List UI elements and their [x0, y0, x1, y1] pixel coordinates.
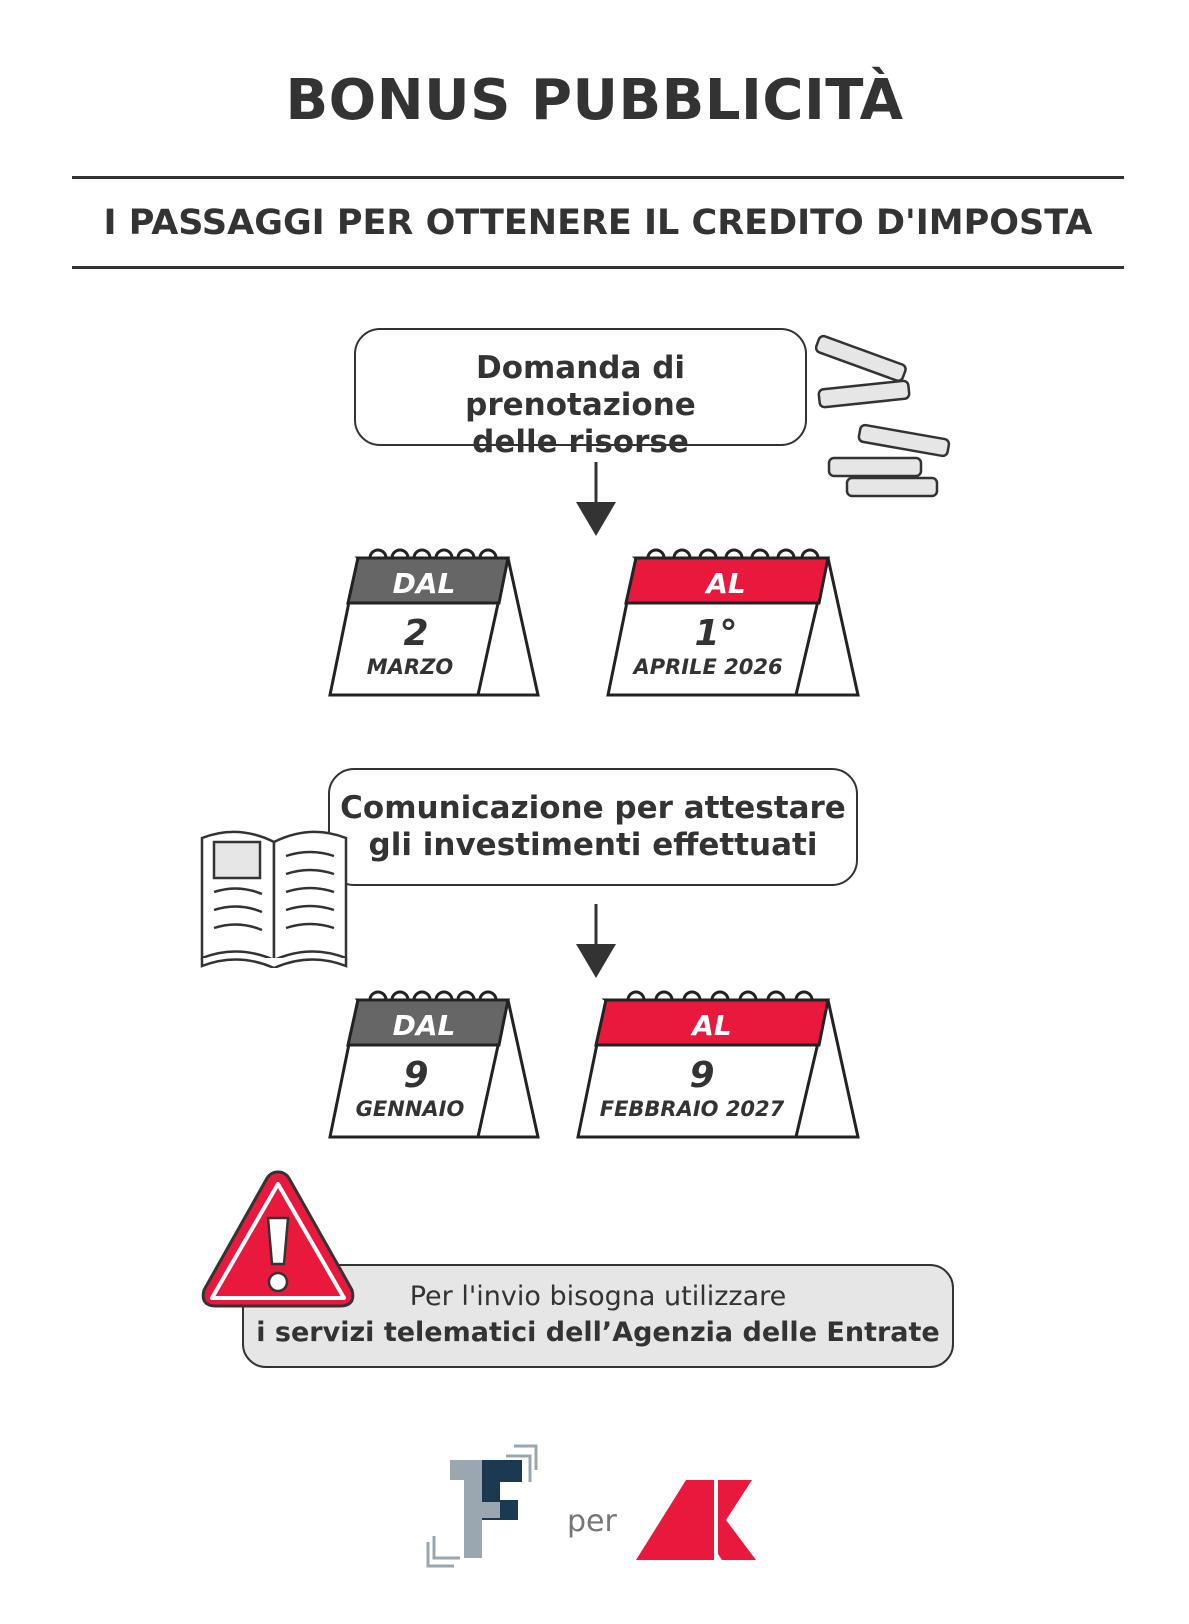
calendar-from-step2: DAL 9 GENNAIO	[328, 990, 540, 1139]
down-arrow-icon	[576, 462, 616, 536]
calendar-day: 1°	[694, 613, 737, 654]
calendar-header	[624, 556, 830, 605]
calendar-to-step2: AL 9 FEBBRAIO 2027	[576, 990, 860, 1139]
calendar-from-step1: DAL 2 MARZO	[328, 548, 540, 697]
calendar-rings	[368, 990, 498, 1001]
step2-line: Comunicazione per attestare	[340, 790, 846, 826]
down-arrow-icon	[576, 904, 616, 978]
warning-line: i servizi telematici dell’Agenzia delle …	[256, 1317, 940, 1348]
f-logo	[426, 1444, 538, 1568]
step2-line: gli investimenti effettuati	[368, 827, 818, 863]
page-subtitle: I PASSAGGI PER OTTENERE IL CREDITO D'IMP…	[103, 203, 1093, 243]
calendar-header	[594, 998, 830, 1047]
step2-bubble: Comunicazione per attestare gli investim…	[328, 768, 858, 886]
calendar-month: GENNAIO	[356, 1097, 465, 1121]
bottom-divider	[72, 266, 1124, 269]
stacked-bars-icon	[815, 334, 951, 498]
page-title: BONUS PUBBLICITÀ	[285, 68, 904, 133]
warning-note: Per l'invio bisogna utilizzare i servizi…	[242, 1264, 954, 1368]
calendar-header-label: DAL	[393, 1009, 456, 1042]
calendar-month: APRILE 2026	[631, 655, 782, 679]
calendar-rings	[646, 548, 820, 559]
calendar-month: FEBBRAIO 2027	[600, 1097, 785, 1121]
top-divider	[72, 176, 1124, 179]
open-book-icon	[200, 830, 348, 968]
calendar-month: MARZO	[367, 655, 454, 679]
calendar-rings	[368, 548, 498, 559]
calendar-header-label: AL	[690, 1009, 732, 1042]
calendar-day: 2	[403, 613, 428, 654]
step1-line: delle risorse	[472, 424, 689, 460]
warning-line: Per l'invio bisogna utilizzare	[409, 1281, 787, 1312]
calendar-header-label: AL	[704, 567, 746, 600]
step1-line: Domanda di prenotazione	[465, 350, 696, 423]
connector-text: per	[567, 1504, 617, 1539]
calendar-header-label: DAL	[393, 567, 456, 600]
warning-triangle-icon	[201, 1170, 355, 1308]
ak-logo	[636, 1480, 756, 1560]
calendar-day: 9	[403, 1055, 428, 1096]
step1-bubble: Domanda di prenotazione delle risorse	[354, 328, 807, 460]
calendar-rings	[626, 990, 814, 1001]
calendar-to-step1: AL 1° APRILE 2026	[606, 548, 860, 697]
calendar-day: 9	[689, 1055, 714, 1096]
